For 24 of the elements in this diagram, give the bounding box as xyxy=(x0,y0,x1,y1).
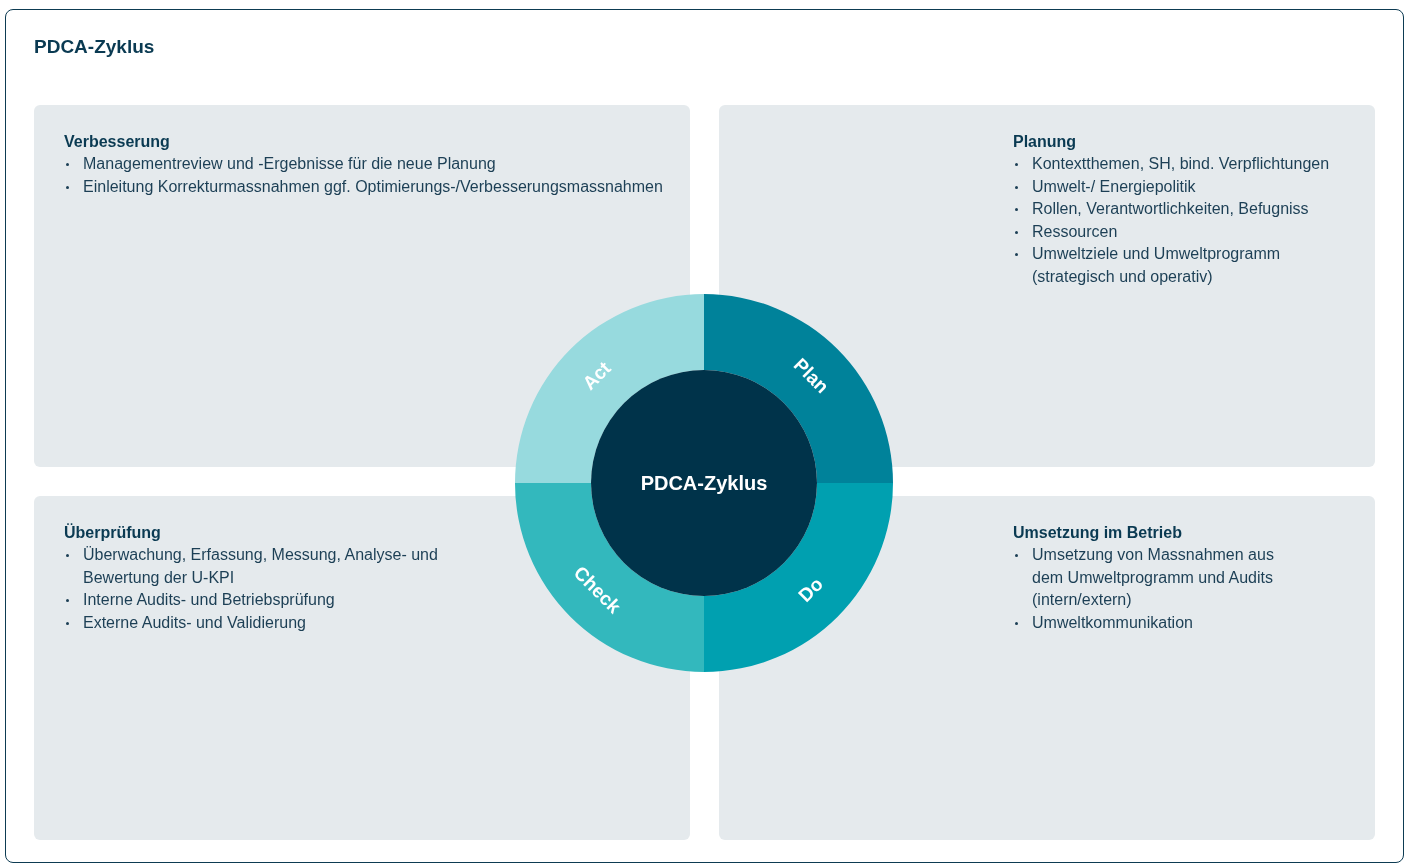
bullet-item: Externe Audits- und Validierung xyxy=(64,611,483,634)
bullet-item: Ressourcen xyxy=(1013,220,1365,243)
bullet-item: Umwelt-/ Energiepolitik xyxy=(1013,175,1365,198)
diagram-title: PDCA-Zyklus xyxy=(34,36,155,58)
bullet-item: Interne Audits- und Betriebsprüfung xyxy=(64,589,483,612)
panel-heading: Planung xyxy=(1013,132,1077,152)
panel-heading: Verbesserung xyxy=(64,132,170,152)
panel-heading: Umsetzung im Betrieb xyxy=(1013,523,1182,543)
bullet-item: Umsetzung von Massnahmen aus dem Umweltprogramm und Audits (intern/extern) xyxy=(1013,544,1292,612)
bullet-item: Umweltkommunikation xyxy=(1013,611,1292,634)
quadrant-panel xyxy=(34,105,690,467)
bullet-item: Kontextthemen, SH, bind. Verpflichtungen xyxy=(1013,153,1365,176)
bullet-item: Überwachung, Erfassung, Messung, Analyse- und Bewertung der U-KPI xyxy=(64,544,483,589)
quadrant-panel xyxy=(719,496,1375,840)
segment-label: Act xyxy=(578,357,616,395)
segment-label: Do xyxy=(794,573,828,607)
panel-heading: Überprüfung xyxy=(64,522,161,543)
bullet-item: Einleitung Korrekturmassnahmen ggf. Optimierungs-/Verbesserungsmassnahmen xyxy=(64,175,670,198)
center-label: PDCA-Zyklus xyxy=(640,471,768,495)
quadrant-panel xyxy=(34,496,690,840)
bullet-item: Rollen, Verantwortlichkeiten, Befugniss xyxy=(1013,198,1365,221)
bullet-item: Umweltziele und Umweltprogramm (strategisch und operativ) xyxy=(1013,243,1365,288)
quadrant-panel xyxy=(719,105,1375,467)
bullet-item: Managementreview und -Ergebnisse für die neue Planung xyxy=(64,153,670,176)
